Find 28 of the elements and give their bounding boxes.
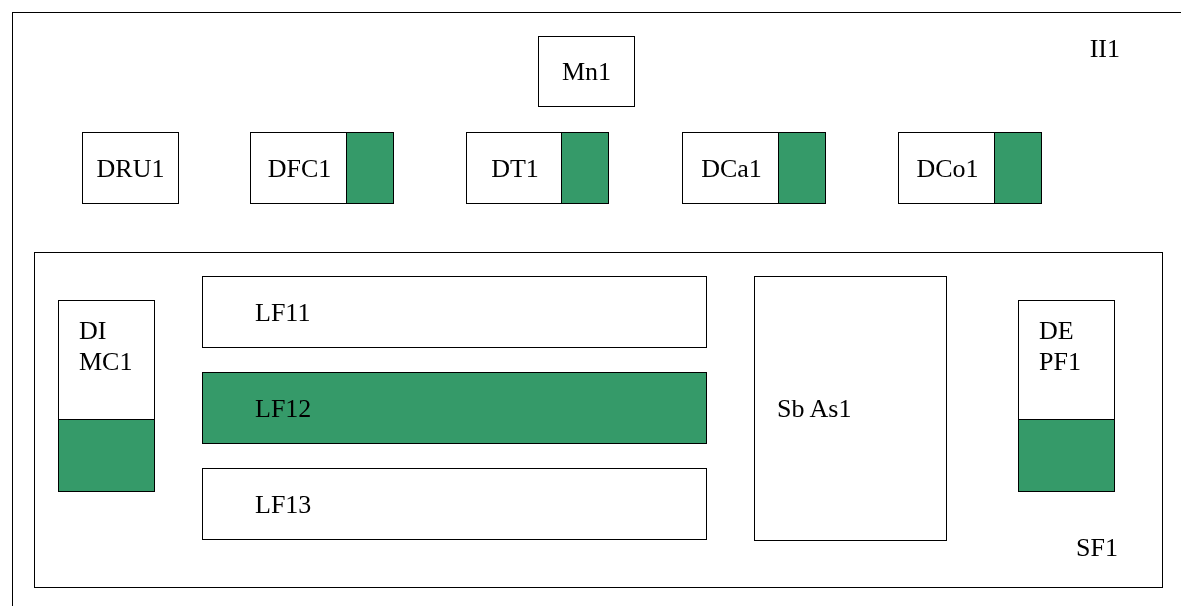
module-box: [202, 276, 707, 348]
box-label: II1: [1089, 34, 1120, 63]
box-label: DRU1: [96, 152, 165, 185]
module-box: [58, 300, 155, 492]
module-box: [202, 468, 707, 540]
module-box: [538, 36, 635, 107]
module-box: [754, 276, 947, 541]
box-label: DFC1: [267, 152, 332, 185]
module-box: [250, 132, 394, 204]
box-label: LF12: [255, 392, 312, 425]
module-box: [898, 132, 1042, 204]
box-label: SF1: [1076, 533, 1118, 562]
module-box: [202, 372, 707, 444]
inner-frame: [34, 252, 1163, 588]
outer-frame: [12, 12, 1181, 606]
box-label: LF13: [255, 488, 312, 521]
box-label: DCa1: [701, 152, 762, 185]
box-label: DT1: [491, 152, 539, 185]
box-label: DCo1: [916, 152, 979, 185]
module-box: [82, 132, 179, 204]
box-label: DE PF1: [1039, 316, 1081, 377]
module-box: [466, 132, 609, 204]
module-box: [682, 132, 826, 204]
box-label: LF11: [255, 296, 311, 329]
box-label: Mn1: [561, 56, 612, 88]
box-label: Sb As1: [777, 393, 852, 425]
module-box: [1018, 300, 1115, 492]
box-label: DI MC1: [79, 316, 133, 377]
